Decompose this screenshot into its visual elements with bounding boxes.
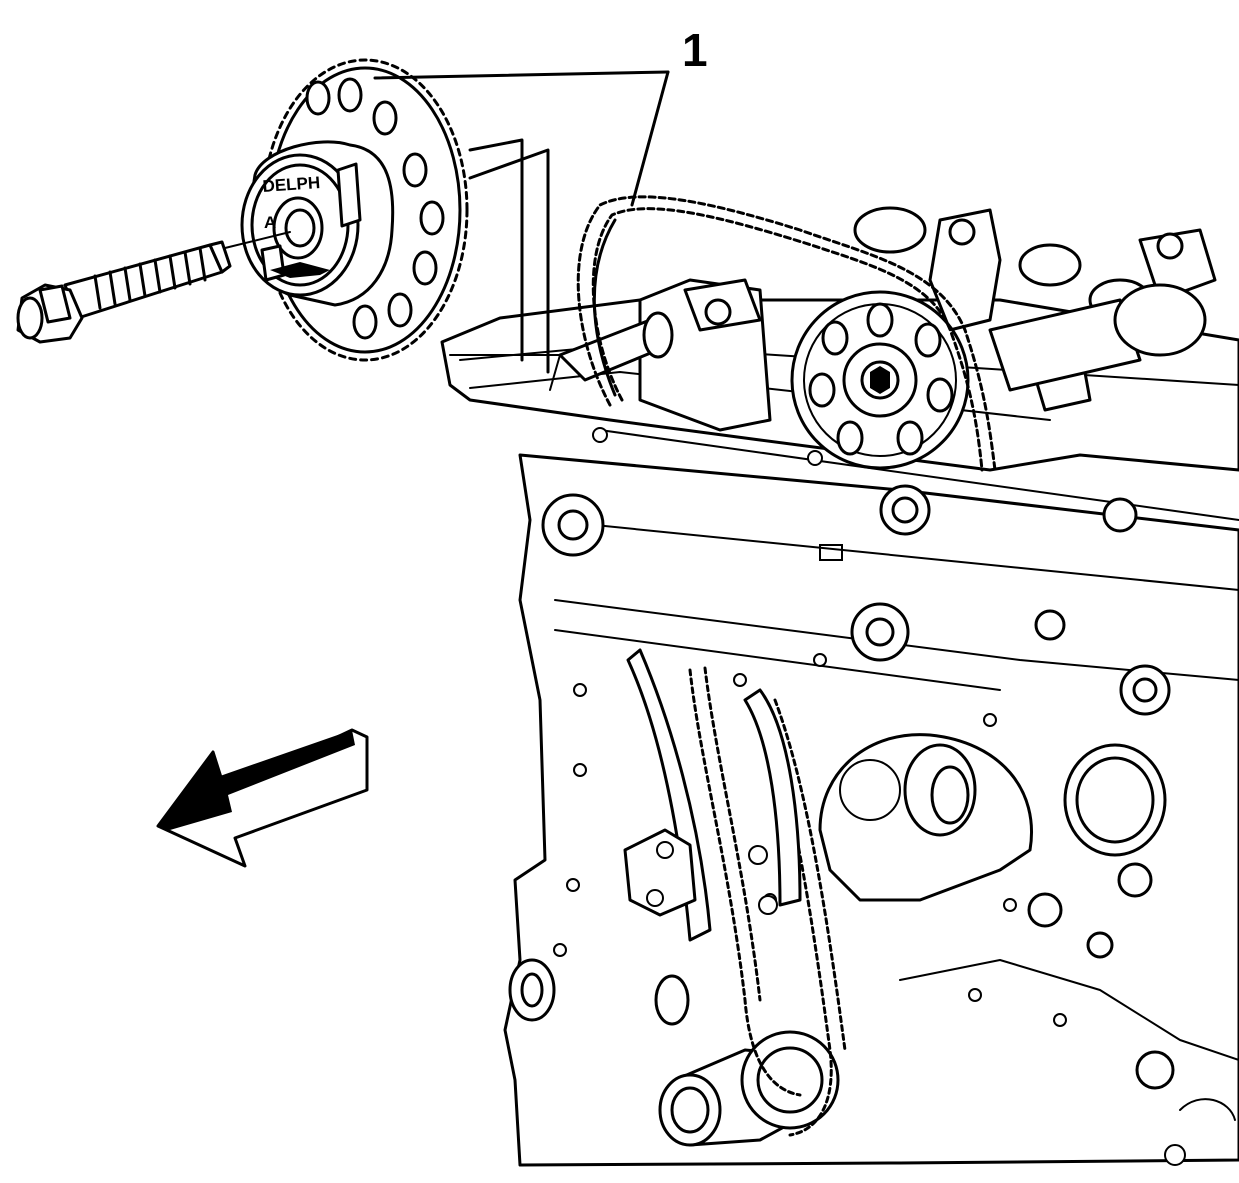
callout-1: 1 [373, 24, 708, 207]
phaser-brand-stamp: DELPH [262, 173, 321, 196]
upper-timing-chain [576, 195, 997, 472]
intake-camshaft-sprocket: DELPH A [224, 58, 561, 391]
callout-number: 1 [682, 24, 708, 76]
engine-block [440, 298, 1239, 1167]
camshaft-sprocket-bolt [16, 240, 232, 344]
phaser-timing-mark: A [264, 213, 276, 232]
chain-guides [623, 648, 802, 942]
sprocket-windows-exhaust [808, 302, 954, 456]
chain-tensioner [623, 828, 697, 917]
sprocket-windows-intake [305, 77, 445, 340]
front-direction-arrow [156, 728, 369, 868]
